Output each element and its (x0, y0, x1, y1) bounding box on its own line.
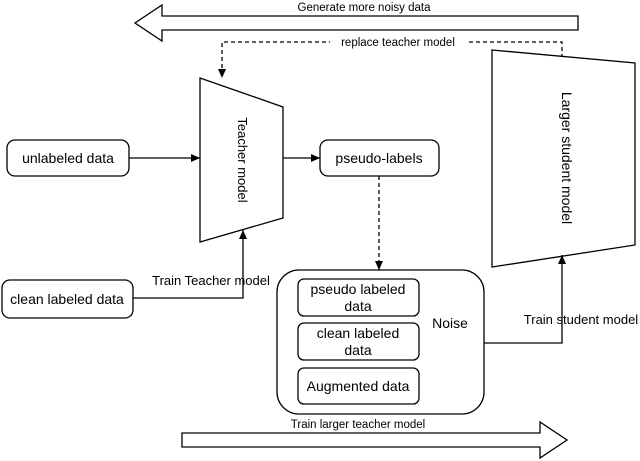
student-model-label: Larger student model (559, 92, 575, 224)
pseudo-labels-label: pseudo-labels (335, 150, 422, 166)
student-model-shape (491, 49, 636, 268)
clean-to-teacher-edge (133, 230, 247, 299)
replace-label-bg (330, 35, 466, 49)
train-larger-teacher-label: Train larger teacher model (291, 419, 425, 431)
teacher-model-label: Teacher model (235, 117, 250, 202)
clean-labeled-inner-line1: clean labeled (317, 325, 400, 341)
clean-labeled-inner-line2: data (344, 342, 371, 358)
teacher-model-shape (199, 77, 284, 243)
replace-teacher-label: replace teacher model (341, 37, 455, 49)
unlabeled-data-label: unlabeled data (22, 150, 114, 166)
pseudo-labeled-data-line1: pseudo labeled (311, 281, 406, 297)
generate-noisy-data-arrow (133, 3, 579, 43)
clean-labeled-data-box (1, 279, 134, 319)
train-larger-teacher-arrow (181, 420, 569, 460)
pseudo-labeled-data-line2: data (344, 298, 371, 314)
noise-group-label: Noise (432, 315, 468, 331)
augmented-data-label: Augmented data (307, 378, 410, 394)
clean-labeled-data-label: clean labeled data (10, 291, 124, 307)
train-teacher-label: Train Teacher model (152, 273, 270, 288)
train-student-label: Train student model (524, 312, 639, 327)
augmented-data-box (297, 367, 420, 405)
clean-labeled-inner-box (297, 322, 420, 361)
pseudo-labeled-data-box (297, 278, 420, 317)
noise-to-student-edge (484, 255, 566, 344)
generate-noisy-data-label: Generate more noisy data (298, 2, 432, 14)
